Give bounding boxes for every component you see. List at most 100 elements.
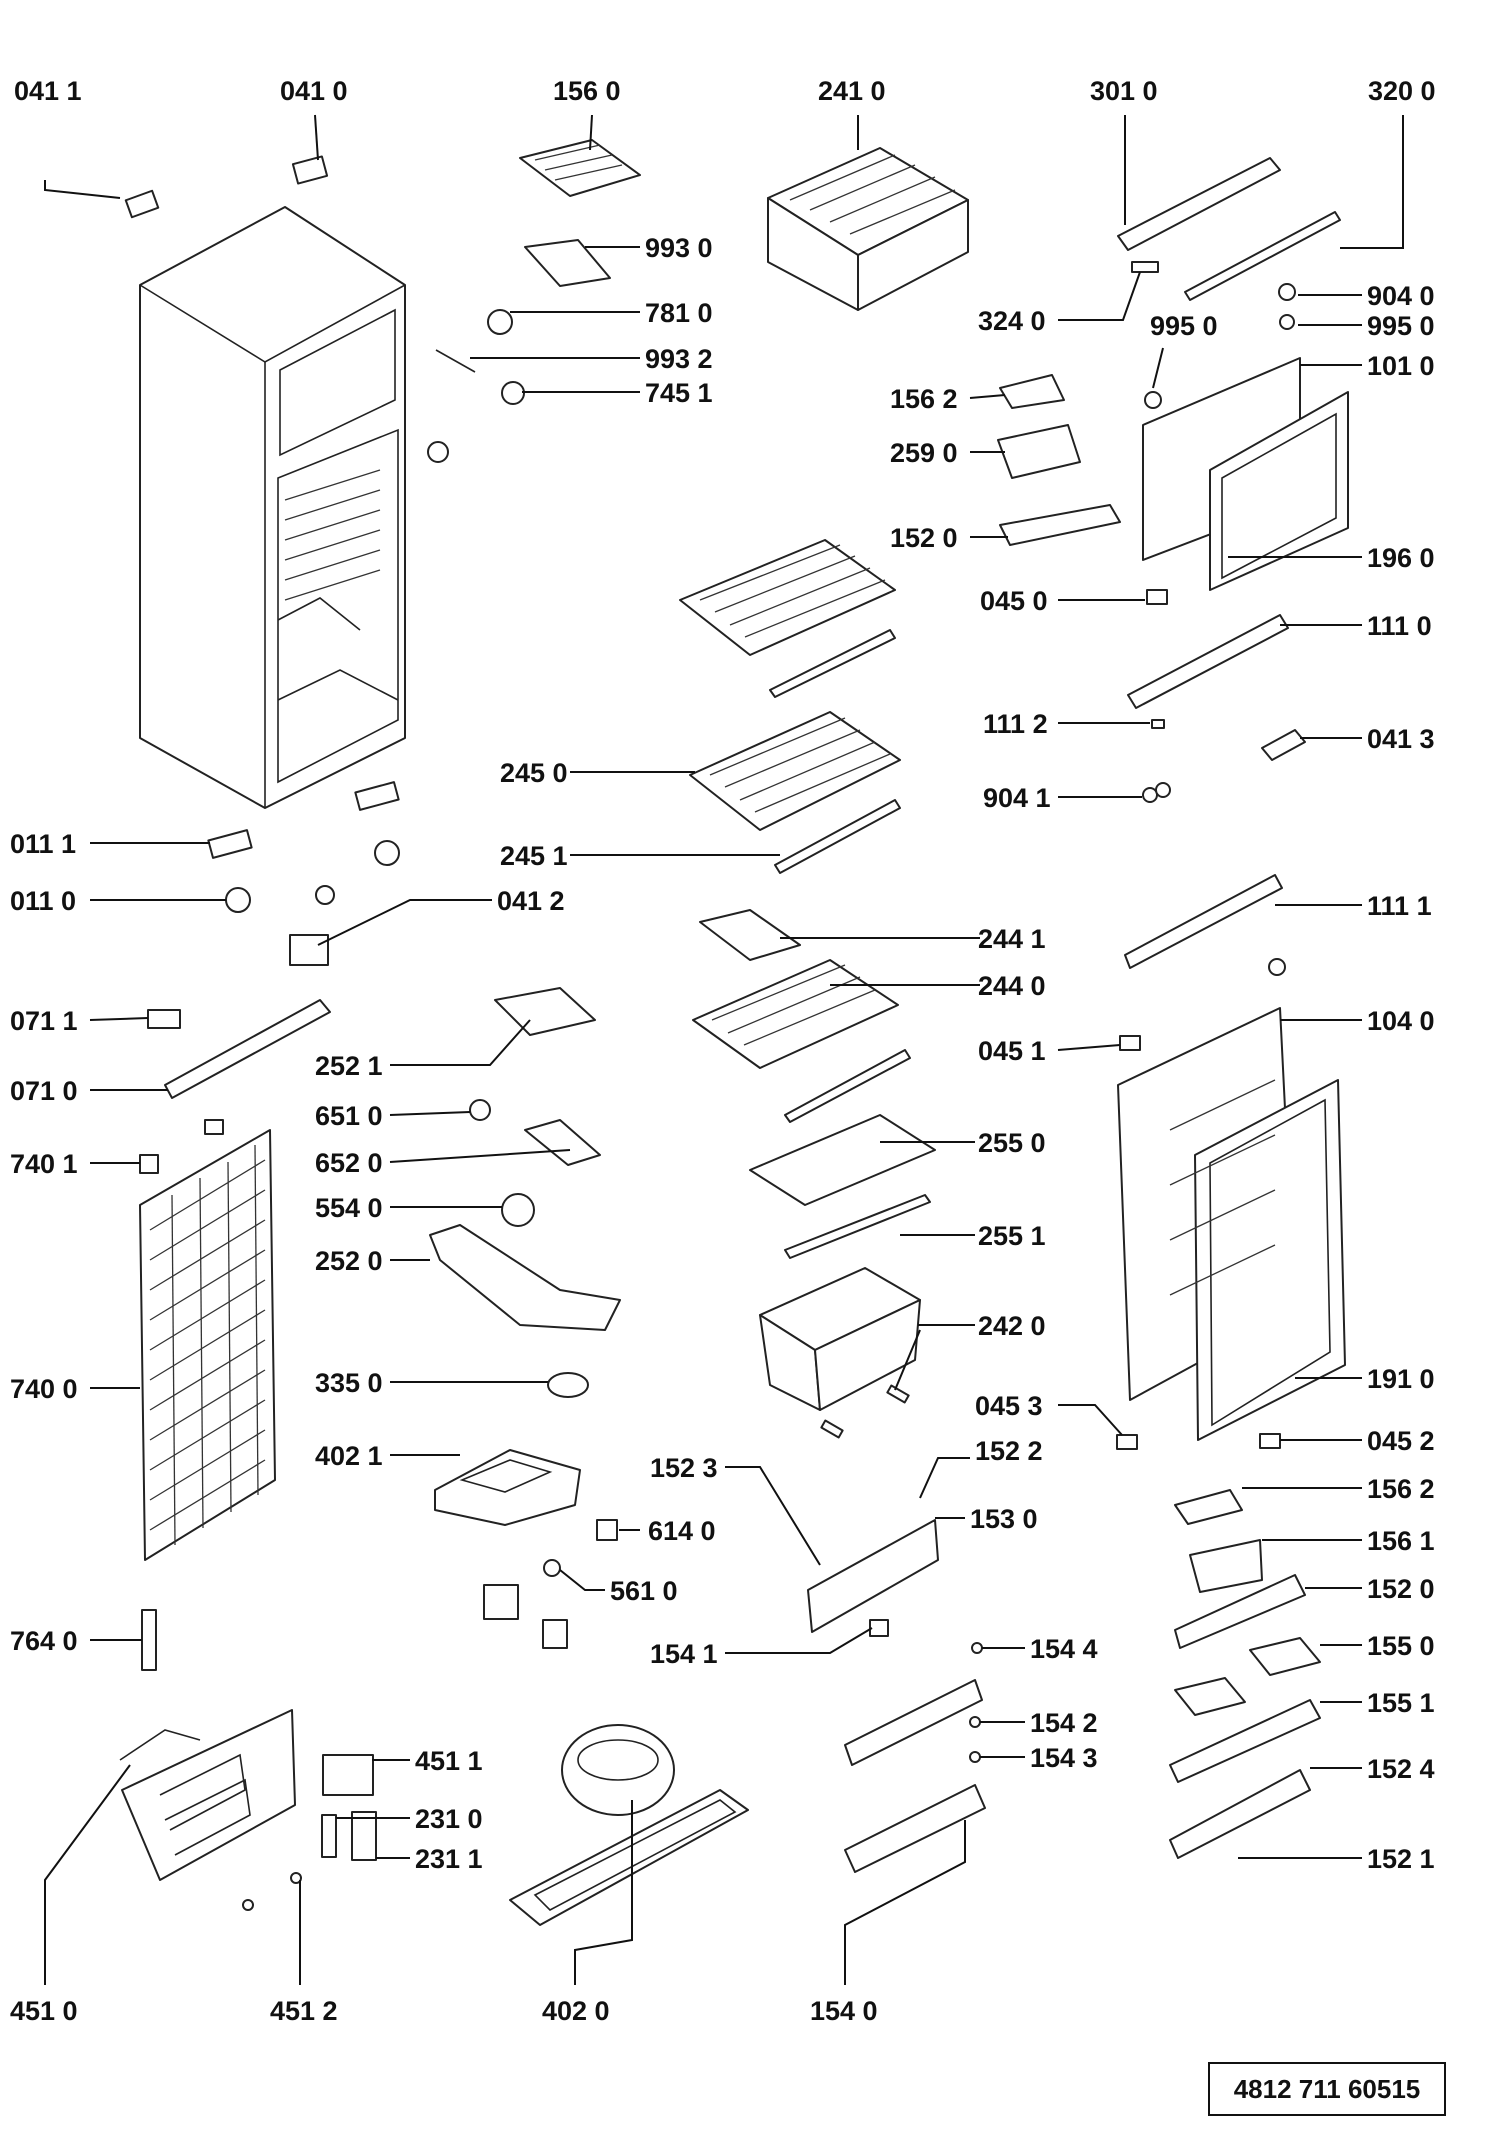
part-label: 071 1 — [10, 1006, 78, 1036]
part-label: 011 0 — [10, 886, 76, 916]
part-045-1-drawing — [1119, 1035, 1141, 1051]
part-label: 402 1 — [315, 1441, 383, 1471]
strip-drawing — [784, 1049, 911, 1123]
screw-154-drawing — [969, 1716, 981, 1728]
part-label: 045 2 — [1367, 1426, 1435, 1456]
part-pad-b-drawing — [820, 1419, 844, 1439]
part-071-1-drawing — [147, 1009, 181, 1029]
part-label: 244 0 — [978, 971, 1046, 1001]
part-324-0-drawing — [1131, 261, 1159, 273]
glass-shelf-255-0-drawing — [749, 1114, 936, 1206]
part-252-0-drawing — [429, 1224, 621, 1331]
part-561-0-drawing — [543, 1559, 561, 1577]
ice-tray-drawing — [519, 139, 641, 197]
part-111-2-drawing — [1151, 719, 1165, 729]
part-label: 451 0 — [10, 1996, 78, 2026]
part-label: 156 0 — [553, 76, 621, 106]
part-label: 041 2 — [497, 886, 565, 916]
part-995-0-drawing — [1279, 314, 1295, 330]
small-part-right-drawing — [1268, 958, 1286, 976]
screw-154-3-drawing — [969, 1751, 981, 1763]
part-label: 995 0 — [1367, 311, 1435, 341]
part-label: 451 1 — [415, 1746, 483, 1776]
part-label: 242 0 — [978, 1311, 1046, 1341]
egg-tray-155-1-drawing — [1174, 1677, 1246, 1716]
leader-lines — [44, 114, 1404, 1985]
hinge-041-3-drawing — [1261, 729, 1306, 761]
foot-011-0-drawing — [225, 887, 251, 913]
part-label: 152 0 — [1367, 1574, 1435, 1604]
part-label: 152 1 — [1367, 1844, 1435, 1874]
hinge-041-2-drawing — [289, 934, 329, 966]
part-label: 245 1 — [500, 841, 568, 871]
small-part-drawing — [427, 441, 449, 463]
part-995-0b-drawing — [1144, 391, 1162, 409]
part-label: 152 3 — [650, 1453, 718, 1483]
relay-b-drawing — [542, 1619, 568, 1649]
part-614-0-drawing — [596, 1519, 618, 1541]
part-label: 156 1 — [1367, 1526, 1435, 1556]
shelf-155-1-drawing — [1169, 1699, 1321, 1783]
part-label: 152 2 — [975, 1436, 1043, 1466]
shelf-245-0-drawing — [689, 711, 901, 831]
part-label: 041 0 — [280, 76, 348, 106]
part-745-1-drawing — [501, 381, 525, 405]
shelf-152-0-drawing — [1174, 1574, 1306, 1649]
part-label: 781 0 — [645, 298, 713, 328]
rack-154-0-drawing — [844, 1784, 986, 1873]
shelf-top-drawing — [679, 539, 896, 698]
part-label: 152 0 — [890, 523, 958, 553]
part-554-0-drawing — [501, 1193, 535, 1227]
part-label: 259 0 — [890, 438, 958, 468]
part-label: 561 0 — [610, 1576, 678, 1606]
part-label: 402 0 — [542, 1996, 610, 2026]
part-335-0-drawing — [547, 1372, 589, 1398]
bracket-011-1b-drawing — [354, 781, 400, 811]
part-label: 324 0 — [978, 306, 1046, 336]
part-label: 554 0 — [315, 1193, 383, 1223]
part-label: 993 2 — [645, 344, 713, 374]
part-156-2-top-drawing — [999, 374, 1065, 409]
fridge-door-drawing — [1117, 1007, 1346, 1441]
part-label: 041 1 — [14, 76, 82, 106]
part-label: 764 0 — [10, 1626, 78, 1656]
part-label: 745 1 — [645, 378, 713, 408]
part-156-2-drawing — [1174, 1489, 1243, 1525]
part-label: 740 1 — [10, 1149, 78, 1179]
foot-right-drawing — [374, 840, 400, 866]
part-label: 153 0 — [970, 1504, 1038, 1534]
part-label: 045 0 — [980, 586, 1048, 616]
part-label: 252 0 — [315, 1246, 383, 1276]
part-740-1-drawing — [139, 1154, 159, 1174]
part-label: 154 4 — [1030, 1634, 1098, 1664]
part-label: 045 3 — [975, 1391, 1043, 1421]
hinge-041-1-drawing — [124, 189, 160, 219]
part-231-1-drawing — [351, 1811, 377, 1861]
part-small-top-drawing — [204, 1119, 224, 1135]
part-labels: 041 1 041 0 156 0 241 0 301 0 320 0 993 … — [10, 76, 1436, 2026]
part-label: 652 0 — [315, 1148, 383, 1178]
freezer-box-drawing — [767, 147, 969, 311]
document-number: 4812 711 60515 — [1208, 2062, 1446, 2116]
grille-244-1-drawing — [699, 909, 801, 961]
part-label: 904 1 — [983, 783, 1051, 813]
part-label: 156 2 — [890, 384, 958, 414]
trim-320-0-drawing — [1184, 211, 1341, 301]
trim-301-0-drawing — [1117, 157, 1281, 251]
part-label: 011 1 — [10, 829, 76, 859]
part-label: 152 4 — [1367, 1754, 1435, 1784]
bar-153-0-drawing — [807, 1519, 939, 1633]
part-781-0-drawing — [487, 309, 513, 335]
part-451-1-drawing — [322, 1754, 374, 1796]
back-plate-451-0-drawing — [119, 1709, 296, 1881]
strip-255-1-drawing — [784, 1194, 931, 1259]
drier-764-0-drawing — [141, 1609, 157, 1671]
part-154-1-drawing — [869, 1619, 889, 1637]
part-045-2-drawing — [1259, 1433, 1281, 1449]
part-label: 154 1 — [650, 1639, 718, 1669]
relay-drawing — [483, 1584, 519, 1620]
part-label: 245 0 — [500, 758, 568, 788]
part-045-0-drawing — [1146, 589, 1168, 605]
rack-154-2-drawing — [844, 1679, 983, 1766]
